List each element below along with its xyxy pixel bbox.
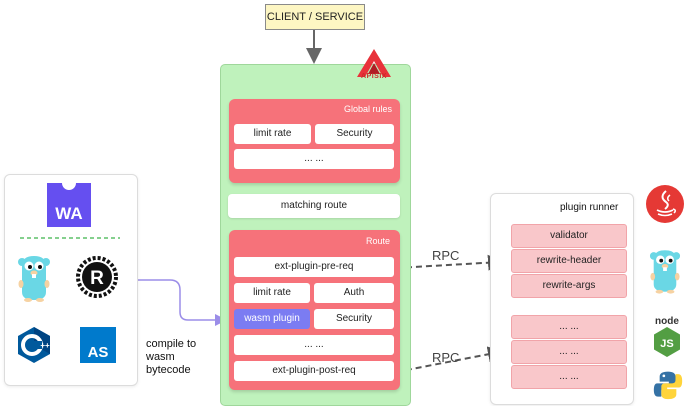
rust-icon: R [76,256,118,298]
apisix-logo-icon [357,49,391,77]
global-limit-rate: limit rate [234,124,311,144]
runner-rewrite-args: rewrite-args [511,274,627,298]
runner-ellipsis-1: ... ... [511,315,627,339]
client-service-box: CLIENT / SERVICE [265,4,365,30]
plugin-runner-title: plugin runner [560,202,619,213]
cpp-icon: ++ [16,326,52,364]
separator-dashed [20,237,120,239]
svg-text:++: ++ [40,341,50,350]
rpc-label-top: RPC [432,248,460,263]
java-icon [645,184,685,224]
apisix-logo-text: APISIX [361,73,387,80]
route-ext-plugin-post-req: ext-plugin-post-req [234,361,394,381]
global-ellipsis: ... ... [234,149,394,169]
python-icon [650,370,686,400]
assemblyscript-icon: AS [80,327,116,363]
route-ext-plugin-pre-req: ext-plugin-pre-req [234,257,394,277]
global-security: Security [315,124,394,144]
compile-label-line-3: bytecode [146,364,191,376]
runner-validator: validator [511,224,627,248]
route-security: Security [314,309,394,329]
route-ellipsis: ... ... [234,335,394,355]
compile-to-wasm-label: compile to wasm bytecode [146,338,218,377]
svg-text:R: R [90,268,104,289]
rpc-label-bottom: RPC [432,350,460,365]
svg-text:node: node [655,316,679,327]
matching-route-box: matching route [228,194,400,218]
runner-ellipsis-2: ... ... [511,340,627,364]
route-title: Route [365,236,390,246]
runner-rewrite-header: rewrite-header [511,249,627,273]
svg-text:JS: JS [660,338,673,350]
as-text: AS [88,344,109,361]
route-auth: Auth [314,283,394,303]
route-limit-rate: limit rate [234,283,310,303]
nodejs-icon: node JS [647,314,687,358]
compile-label-line-1: compile to [146,338,197,350]
go-gopher-icon [17,254,51,302]
compile-label-line-2: wasm [146,351,175,363]
global-rules-title: Global rules [343,104,392,114]
runner-ellipsis-3: ... ... [511,365,627,389]
go-gopher-icon [649,248,681,294]
compile-arrow [137,279,227,326]
wa-text: WA [55,204,82,223]
webassembly-icon: WA [47,183,91,227]
route-wasm-plugin: wasm plugin [234,309,310,329]
